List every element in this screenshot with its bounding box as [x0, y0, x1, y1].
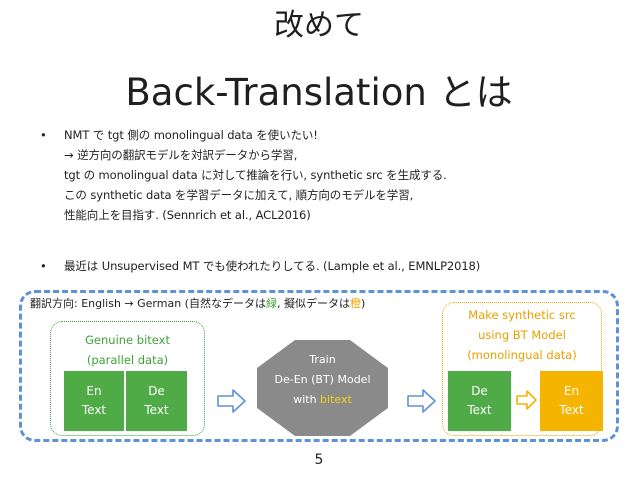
- slide-title-line1: 改めて: [274, 8, 364, 43]
- synthetic-label-line1: Make synthetic src: [468, 308, 576, 322]
- genuine-bitext-group: [50, 321, 205, 436]
- train-line3: with bitext: [255, 390, 390, 410]
- bt-model-octagon: [257, 340, 388, 436]
- arrow-right-icon: [217, 389, 246, 413]
- synthetic-src-group: [442, 302, 602, 436]
- diagram-caption: 翻訳方向: English → German (自然なデータは緑, 擬似データは…: [30, 295, 365, 313]
- train-line1: Train: [309, 353, 336, 366]
- genuine-bitext-label: Genuine bitext (parallel data): [50, 330, 205, 370]
- bullet-line: tgt の monolingual data に対して推論を行い, synthe…: [64, 168, 447, 182]
- box-lang: De: [148, 384, 165, 398]
- synthetic-label-line3: (monolingual data): [467, 348, 577, 362]
- box-text: Text: [559, 403, 584, 417]
- arrow-right-icon: [407, 389, 436, 413]
- bullet-line: 最近は Unsupervised MT でも使われたりしてる. (Lample …: [64, 259, 481, 273]
- caption-prefix: 翻訳方向: English → German (自然なデータは: [30, 297, 266, 310]
- bullet-line: この synthetic data を学習データに加えて, 順方向のモデルを学習…: [64, 188, 414, 202]
- box-lang: De: [471, 384, 488, 398]
- diagram-frame: [19, 290, 619, 442]
- train-line3-highlight: bitext: [320, 393, 352, 406]
- box-text: Text: [467, 403, 492, 417]
- genuine-de-text-box: De Text: [126, 371, 187, 431]
- train-model-text: Train De-En (BT) Model with bitext: [255, 350, 390, 410]
- box-lang: En: [86, 384, 102, 398]
- synthetic-src-label: Make synthetic src using BT Model (monol…: [442, 305, 602, 365]
- bullet-line: → 逆方向の翻訳モデルを対訳データから学習,: [64, 148, 298, 162]
- bullet-marker: •: [40, 128, 47, 142]
- bullet-marker: •: [40, 259, 47, 273]
- caption-pseudo-word: 橙: [349, 297, 361, 310]
- genuine-en-text-box: En Text: [64, 371, 124, 431]
- synthetic-label-line2: using BT Model: [478, 328, 566, 342]
- synthetic-en-text-box: En Text: [540, 371, 603, 431]
- bullet-line: NMT で tgt 側の monolingual data を使いたい!: [64, 128, 318, 142]
- caption-middle: , 擬似データは: [276, 297, 350, 310]
- box-text: Text: [144, 403, 169, 417]
- box-lang: En: [563, 384, 580, 398]
- box-text: Text: [81, 403, 107, 417]
- bullet-line: 性能向上を目指す. (Sennrich et al., ACL2016): [64, 208, 311, 222]
- caption-suffix: ): [360, 297, 366, 310]
- synthetic-de-text-box: De Text: [448, 371, 511, 431]
- arrow-right-icon: [516, 390, 537, 410]
- train-line2: De-En (BT) Model: [274, 373, 371, 386]
- genuine-label-line2: (parallel data): [86, 353, 169, 367]
- page-number: 5: [314, 452, 324, 468]
- genuine-label-line1: Genuine bitext: [85, 333, 170, 347]
- train-line3-prefix: with: [293, 393, 321, 406]
- slide-title-line2: Back-Translation とは: [125, 71, 513, 114]
- caption-natural-word: 緑: [265, 297, 277, 310]
